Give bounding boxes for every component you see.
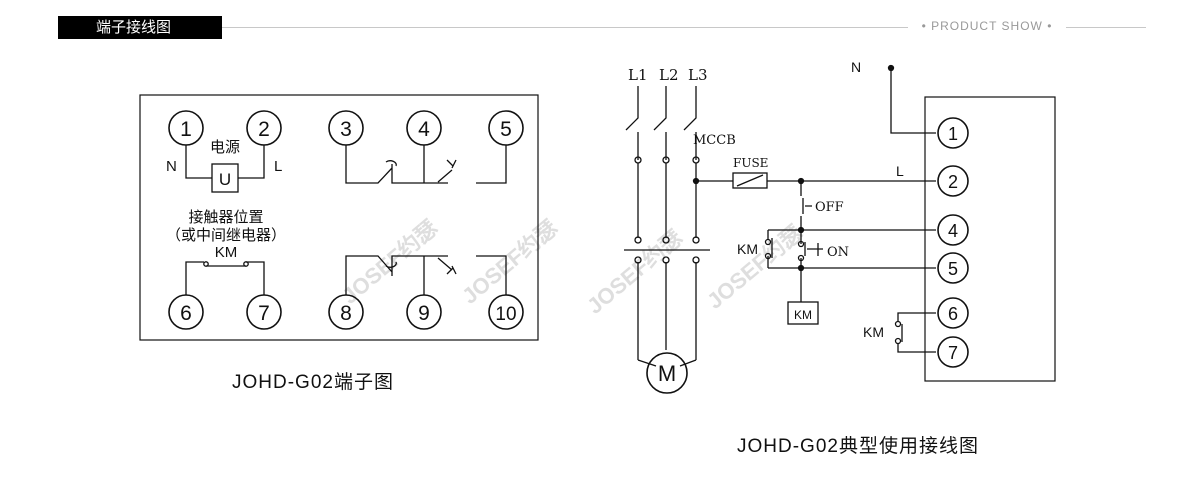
km-coil	[787, 301, 819, 325]
km-contact-wire	[897, 312, 936, 353]
on-label: ON	[827, 245, 849, 260]
terminal-circle	[937, 165, 969, 197]
terminal-number: 5	[948, 259, 958, 279]
terminal-circle	[937, 214, 969, 246]
terminal-number: 10	[495, 304, 516, 325]
terminal-circle	[937, 117, 969, 149]
terminal-number: 6	[948, 304, 958, 324]
power-label: 电源	[210, 138, 240, 156]
product-show-label: • PRODUCT SHOW •	[921, 19, 1053, 33]
fuse-symbol	[732, 172, 768, 189]
watermark-text: JOSEF约瑟	[702, 220, 807, 314]
terminal-number: 2	[258, 118, 270, 141]
contact-dot	[634, 236, 642, 244]
terminal-number: 8	[340, 302, 352, 325]
u-box	[211, 163, 239, 193]
terminal-number: 4	[418, 118, 430, 141]
terminal-number: 7	[948, 343, 958, 363]
contactor-text-2: （或中间继电器）	[166, 226, 286, 244]
terminal-number: 7	[258, 302, 270, 325]
n-label: N	[851, 59, 861, 75]
control-wire	[768, 267, 936, 302]
on-button	[804, 242, 823, 256]
device-box	[924, 96, 1056, 382]
phase-label: L2	[659, 66, 679, 84]
phase-wires	[625, 86, 697, 160]
terminal-number: 2	[948, 172, 958, 192]
fuse-line	[736, 174, 764, 187]
off-label: OFF	[815, 200, 844, 215]
u-label: U	[219, 170, 231, 189]
power-wire	[185, 145, 265, 179]
contact-dot	[662, 256, 670, 264]
n-label: N	[166, 158, 177, 175]
terminal-number: 5	[500, 118, 512, 141]
km-contact-label: KM	[863, 324, 884, 340]
contact-dot	[894, 337, 902, 345]
relay-contacts-top	[345, 145, 507, 184]
terminal-number: 1	[180, 118, 192, 141]
section-title: 端子接线图	[58, 16, 222, 39]
motor-circle	[646, 352, 688, 394]
mccb-label: MCCB	[693, 133, 736, 148]
terminal-circle	[937, 252, 969, 284]
km-contact-wire	[185, 261, 265, 295]
contact-dot	[634, 256, 642, 264]
relay-contact-symbol	[385, 159, 457, 169]
fuse-label: FUSE	[733, 156, 768, 170]
phase-label: L1	[628, 66, 648, 84]
terminal-number: 4	[948, 221, 958, 241]
terminal-circle	[937, 336, 969, 368]
km-contact-dot	[203, 261, 209, 267]
l-label: L	[274, 158, 282, 175]
header-divider-right	[1066, 27, 1146, 28]
terminal-number: 1	[948, 124, 958, 144]
wiring-diagram-caption: JOHD-G02典型使用接线图	[737, 436, 979, 457]
contact-dot	[797, 254, 805, 262]
l-label: L	[896, 163, 904, 179]
motor-label: M	[658, 361, 676, 386]
terminal-number: 9	[418, 302, 430, 325]
terminal-number: 3	[340, 118, 352, 141]
contact-dot	[764, 252, 772, 260]
km-label: KM	[215, 244, 238, 261]
contact-dot	[662, 236, 670, 244]
contact-dot	[692, 236, 700, 244]
terminal-number: 6	[180, 302, 192, 325]
terminal-circle	[937, 297, 969, 329]
km-aux-label: KM	[737, 241, 758, 257]
contact-dot	[764, 238, 772, 246]
terminal-diagram-caption: JOHD-G02端子图	[232, 372, 394, 393]
header-divider	[222, 27, 908, 28]
contact-dot	[894, 320, 902, 328]
contact-dot	[692, 256, 700, 264]
km-contact-dot	[243, 261, 249, 267]
phase-wires-lower	[624, 163, 710, 367]
km-coil-label: KM	[794, 308, 812, 322]
n-wire	[890, 68, 936, 134]
control-wire	[767, 229, 936, 268]
relay-contact-symbol	[385, 261, 457, 275]
contactor-text-1: 接触器位置	[188, 208, 263, 226]
contact-dot	[797, 240, 805, 248]
terminal-box	[139, 94, 539, 341]
phase-label: L3	[688, 66, 708, 84]
off-button	[800, 181, 812, 230]
relay-contacts-bottom	[345, 255, 507, 295]
